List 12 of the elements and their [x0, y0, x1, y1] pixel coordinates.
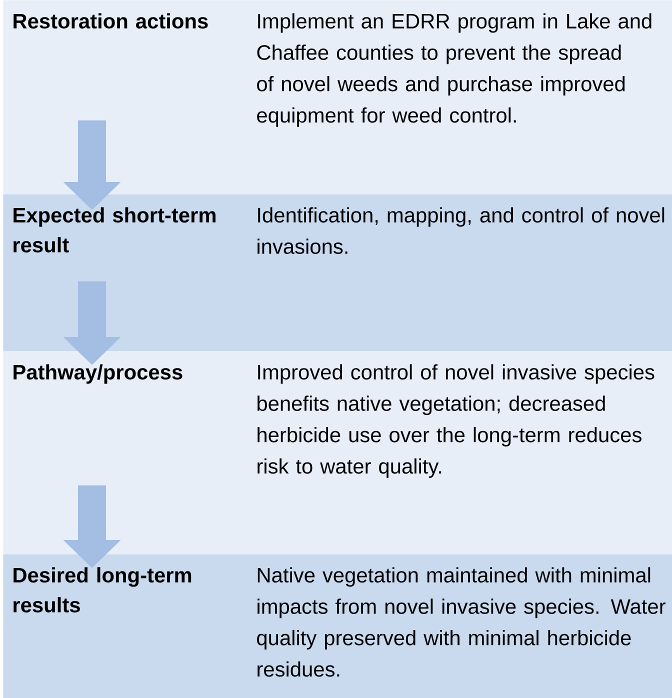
band	[3, 0, 672, 194]
row-heading: Desired long-term results	[14, 567, 192, 612]
band	[3, 351, 672, 554]
band	[3, 194, 672, 352]
row-heading: Restoration actions	[14, 13, 208, 29]
band	[3, 554, 672, 698]
row-description: Native vegetation maintained with minimal impacts from novel invasive species. Water quality preserved with minimal herbicide residues.	[257, 567, 666, 677]
row-description: Implement an EDRR program in Lake and Chaffee counties to prevent the spread of novel weeds and purchase improved equipment for weed control.	[257, 13, 652, 127]
row-description: Improved control of novel invasive species benefits native vegetation; decreased herbicide use over the long-term reduces risk to water quality.	[258, 364, 654, 478]
row-heading: Pathway/process	[14, 364, 182, 384]
row-heading: Expected short-term result	[14, 207, 216, 252]
row-description: Identification, mapping, and control of novel invasions.	[258, 207, 664, 254]
